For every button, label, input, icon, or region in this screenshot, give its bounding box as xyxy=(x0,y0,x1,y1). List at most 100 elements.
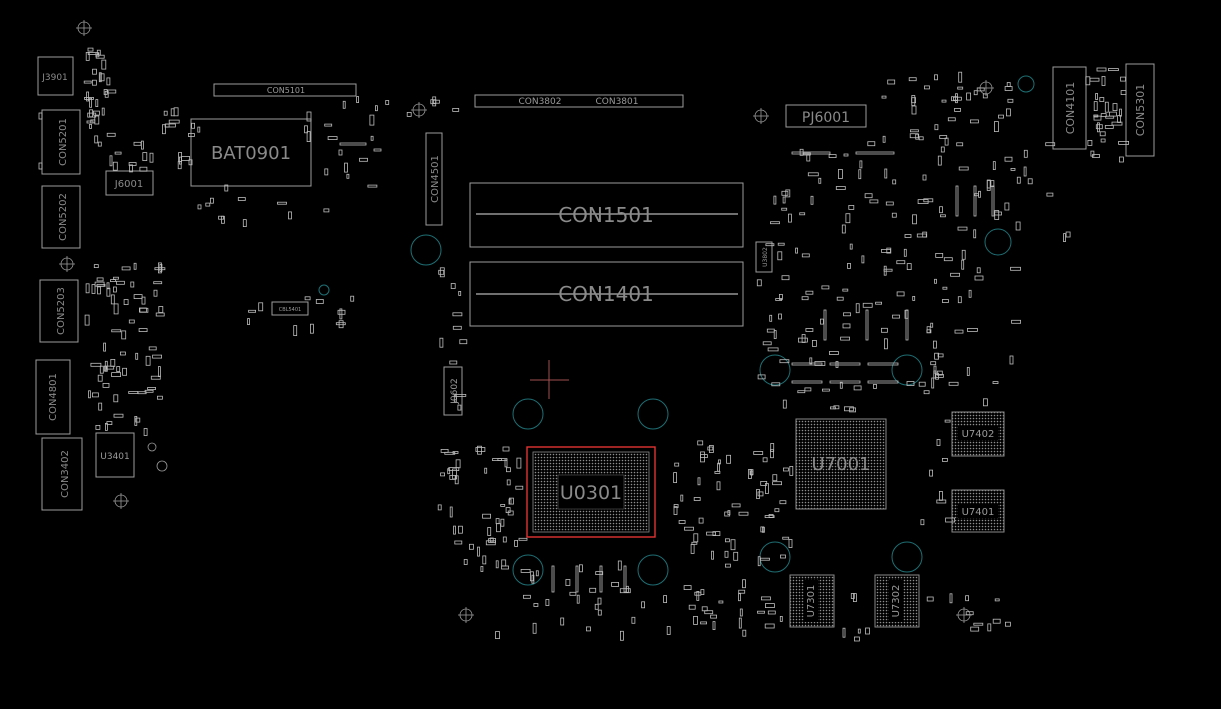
passive-pad xyxy=(757,556,761,567)
component-con5203[interactable]: CON5203 xyxy=(39,279,79,343)
passive-pad xyxy=(835,186,846,190)
passive-pad xyxy=(440,472,446,477)
passive-pad xyxy=(939,490,943,501)
component-u7001[interactable]: U7001 xyxy=(795,418,887,510)
passive-pad xyxy=(149,152,154,163)
component-bat0901[interactable]: BAT0901 xyxy=(190,118,312,187)
passive-pad xyxy=(760,526,765,533)
passive-pad xyxy=(374,105,378,112)
passive-pad xyxy=(849,407,856,413)
passive-pad xyxy=(89,97,92,108)
component-u7301[interactable]: U7301 xyxy=(789,574,835,628)
component-con3802[interactable]: CON3802 xyxy=(474,94,684,108)
passive-pad xyxy=(853,385,862,391)
passive-pad xyxy=(994,121,999,132)
passive-pad xyxy=(821,285,830,290)
passive-pad xyxy=(1087,139,1093,146)
passive-pad xyxy=(111,372,121,378)
passive-pad xyxy=(1023,166,1027,177)
passive-pad xyxy=(626,585,629,593)
passive-pad xyxy=(777,251,783,261)
passive-pad xyxy=(359,157,368,162)
component-con5202[interactable]: CON5202 xyxy=(41,185,81,249)
crosshair-cursor-icon xyxy=(530,360,569,399)
component-con5101[interactable]: CON5101 xyxy=(213,83,357,97)
passive-pad xyxy=(965,611,974,616)
component-con4801[interactable]: CON4801 xyxy=(35,359,71,435)
passive-pad xyxy=(84,97,94,100)
passive-pad xyxy=(452,312,463,317)
passive-pad xyxy=(133,141,142,146)
component-con4501[interactable]: CON4501 xyxy=(425,132,443,226)
passive-pad xyxy=(910,129,919,133)
passive-pad xyxy=(138,328,148,333)
passive-pad xyxy=(881,327,888,333)
passive-pad xyxy=(484,467,488,474)
passive-pad xyxy=(992,618,1001,624)
component-u0301[interactable]: U0301 xyxy=(526,446,656,538)
passive-pad xyxy=(107,89,117,94)
passive-pad xyxy=(487,527,492,536)
passive-pad xyxy=(710,614,717,619)
component-con1401[interactable]: CON1401 xyxy=(469,261,744,327)
passive-pad xyxy=(181,155,190,161)
passive-pad xyxy=(597,597,602,605)
passive-pad xyxy=(140,140,144,150)
component-con4101[interactable]: CON4101 xyxy=(1052,66,1087,150)
passive-pad xyxy=(858,169,862,180)
passive-pad xyxy=(688,604,696,610)
passive-pad xyxy=(504,458,508,468)
passive-pad xyxy=(1007,98,1014,103)
component-con5201[interactable]: CON5201 xyxy=(38,109,81,175)
passive-pad xyxy=(1109,111,1117,117)
passive-pad xyxy=(337,309,346,315)
passive-pad xyxy=(767,610,776,615)
passive-pad xyxy=(98,402,103,411)
passive-pad xyxy=(828,154,837,159)
trace-bar xyxy=(623,565,627,593)
component-u3802[interactable]: U3802 xyxy=(755,241,773,273)
u0301-label: U0301 xyxy=(560,482,622,504)
passive-pad xyxy=(138,307,147,313)
passive-pad xyxy=(85,52,90,61)
passive-pad xyxy=(942,286,948,290)
trace-bar xyxy=(823,309,827,341)
component-pj6001[interactable]: PJ6001 xyxy=(785,104,867,128)
passive-pad xyxy=(733,551,739,561)
component-u7402[interactable]: U7402 xyxy=(951,411,1005,457)
component-cbl5401[interactable]: CBL5401 xyxy=(271,301,309,316)
passive-pad xyxy=(766,328,775,333)
passive-pad xyxy=(1118,140,1129,145)
passive-pad xyxy=(480,566,484,572)
passive-pad xyxy=(133,262,137,270)
component-j3901[interactable]: J3901 xyxy=(37,56,74,96)
passive-pad xyxy=(912,295,916,301)
passive-pad xyxy=(452,325,462,330)
component-j0602[interactable]: J0602 xyxy=(443,366,463,416)
con1401-label: CON1401 xyxy=(558,282,654,306)
component-u7302[interactable]: U7302 xyxy=(874,574,920,628)
passive-pad xyxy=(134,415,138,426)
component-u7401[interactable]: U7401 xyxy=(951,489,1005,533)
con5101-label: CON5101 xyxy=(267,86,305,95)
passive-pad xyxy=(976,267,981,274)
component-con1501[interactable]: CON1501 xyxy=(469,182,744,248)
passive-pad xyxy=(237,197,246,201)
component-con5301[interactable]: CON5301 xyxy=(1125,63,1155,157)
passive-pad xyxy=(742,629,747,637)
passive-pad xyxy=(1004,156,1013,162)
passive-pad xyxy=(502,536,507,543)
passive-pad xyxy=(187,133,195,137)
component-j6001[interactable]: J6001 xyxy=(105,170,154,196)
component-con3402[interactable]: CON3402 xyxy=(41,437,83,511)
con5203-label: CON5203 xyxy=(56,287,67,335)
passive-pad xyxy=(781,275,790,281)
passive-pad xyxy=(518,537,528,541)
mounting-holes xyxy=(147,75,1035,586)
component-u3401[interactable]: U3401 xyxy=(95,432,135,478)
passive-pad xyxy=(801,296,809,301)
passive-pad xyxy=(986,180,991,191)
component-con3801[interactable]: CON3801 xyxy=(595,97,638,107)
passive-pad xyxy=(820,318,824,325)
